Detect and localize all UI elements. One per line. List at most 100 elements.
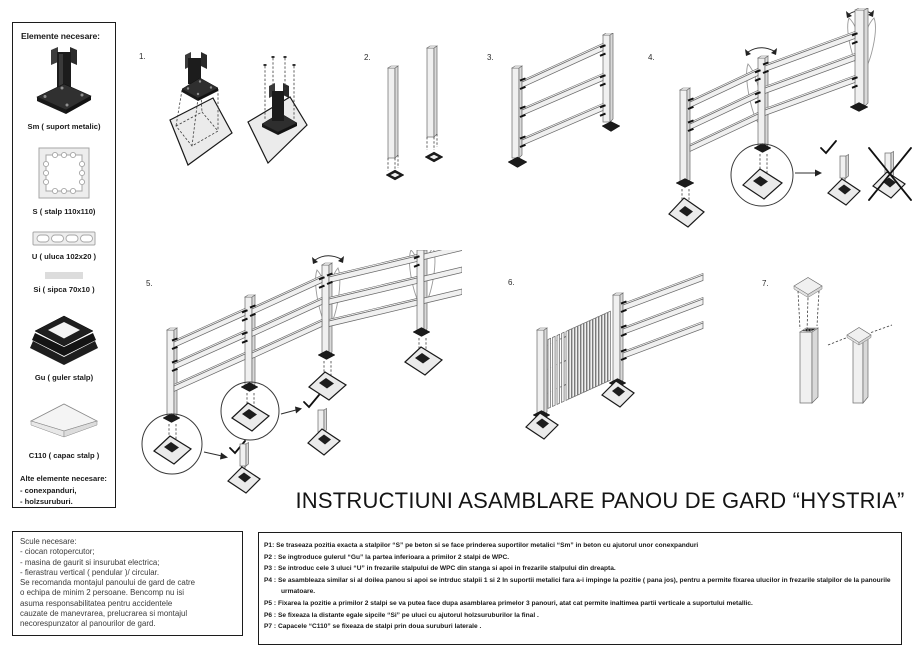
- detail-arrow: [280, 406, 302, 415]
- extra-item-conexpanduri: - conexpanduri,: [20, 486, 77, 495]
- check-mark: [820, 140, 837, 155]
- correct-placement-detail: [827, 153, 861, 206]
- step-2-number: 2.: [364, 53, 371, 62]
- projection-dashes: [797, 290, 820, 333]
- anchored-pad: [231, 393, 271, 432]
- tools-line: - fierastrau vertical ( pendular )/ circ…: [20, 567, 160, 577]
- instruction-id: P2 :: [264, 553, 277, 561]
- swing-arrow: [312, 255, 344, 264]
- anchored-pad: [404, 338, 444, 376]
- metal-support: [181, 52, 219, 101]
- tools-line: necorespunzator al panourilor de gard.: [20, 619, 156, 629]
- side-screws: [827, 324, 893, 346]
- step-6-number: 6.: [508, 278, 515, 287]
- instruction-text: Se asambleaza similar si al doilea panou…: [277, 576, 891, 596]
- slat-strip-drawing: [13, 272, 115, 279]
- instruction-id: P6 :: [264, 611, 277, 619]
- instruction-text: Se introduc cele 3 uluci “U” in frezaril…: [277, 565, 616, 573]
- step-6-diagram: [525, 272, 704, 440]
- instruction-id: P4 :: [264, 576, 277, 584]
- swing-arrow: [745, 10, 874, 56]
- tools-line: o echipa de minim 2 persoane. Bencomp nu…: [20, 588, 185, 598]
- metal-support-photo: [13, 45, 115, 119]
- step-5-number: 5.: [146, 279, 153, 288]
- instruction-text: Se traseaza pozitia exacta a stalpilor “…: [276, 542, 699, 549]
- step-3-number: 3.: [487, 53, 494, 62]
- tools-panel: Scule necesare: - ciocan rotopercutor; -…: [12, 531, 243, 636]
- tools-line: asuma responsabilitatea pentru accidente…: [20, 598, 173, 608]
- label-s: S ( stalp 110x110): [32, 207, 96, 216]
- instruction-text: Se ingtroduce gulerul “Gu” la partea inf…: [277, 553, 510, 561]
- anchored-pad: [742, 154, 783, 200]
- tools-line: Se recomanda montajul panoului de gard d…: [20, 578, 196, 588]
- label-gu: Gu ( guler stalp): [34, 373, 94, 382]
- detail-circle: [220, 381, 280, 441]
- fence-rails: [171, 250, 462, 393]
- x-mark: [868, 147, 912, 201]
- post-collar-icon: [30, 315, 98, 365]
- step-5-diagram: [141, 250, 462, 494]
- elements-panel: Elemente necesare: Sm ( suport metalic): [12, 22, 116, 508]
- detail-arrow: [203, 451, 228, 460]
- metal-support: [261, 83, 298, 135]
- detail-circle: [141, 413, 203, 475]
- post-profile-drawing: [13, 145, 115, 201]
- anchored-pad: [601, 380, 635, 408]
- instruction-row: P5 : Fixarea la pozitie a primilor 2 sta…: [264, 598, 895, 610]
- fence-rails: [620, 272, 704, 361]
- wpc-post: [799, 327, 819, 404]
- wpc-post: [753, 55, 772, 153]
- post-cap: [793, 277, 823, 298]
- step-4-number: 4.: [648, 53, 655, 62]
- instruction-id: P7 :: [264, 623, 277, 631]
- extra-elements-header: Alte elemente necesare:: [20, 474, 107, 483]
- step-1-number: 1.: [139, 52, 146, 61]
- wpc-post: [426, 45, 438, 150]
- instruction-text: Fixarea la pozitie a primilor 2 stalpi s…: [277, 599, 753, 607]
- instruction-row: P2 : Se ingtroduce gulerul “Gu” la parte…: [264, 552, 895, 564]
- slat-row: [547, 310, 611, 410]
- concrete-pad: [169, 97, 233, 166]
- rail-profile-drawing: [13, 231, 115, 246]
- fence-rails: [519, 42, 606, 148]
- instruction-row: P6 : Se fixeaza la distante egale sipcil…: [264, 610, 895, 622]
- instruction-text: Se fixeaza la distante egale sipcile “Si…: [277, 611, 539, 619]
- post-cap-drawing: [13, 397, 115, 443]
- slat-strip-icon: [45, 272, 83, 279]
- detail-circle: [730, 143, 794, 207]
- instruction-row: P3 : Se introduc cele 3 uluci “U” in fre…: [264, 563, 895, 575]
- tools-header: Scule necesare:: [20, 537, 77, 546]
- anchored-pad: [525, 412, 559, 440]
- wpc-post: [387, 65, 399, 171]
- step-4-diagram: [668, 8, 912, 228]
- wpc-post: [852, 336, 869, 404]
- wpc-post: [675, 87, 695, 188]
- instruction-id: P3 :: [264, 565, 277, 573]
- correct-placement-detail: [307, 407, 341, 456]
- fence-rails: [687, 30, 858, 153]
- instruction-row: P4 : Se asambleaza similar si al doilea …: [264, 575, 895, 598]
- correct-placement-detail: [227, 441, 261, 494]
- post-cap: [846, 327, 872, 346]
- elements-header: Elemente necesare:: [21, 31, 100, 41]
- instruction-id: P5 :: [264, 599, 277, 607]
- detail-arrow: [795, 169, 822, 177]
- tools-line: - ciocan rotopercutor;: [20, 547, 95, 557]
- tools-line: - masina de gaurit si insurubat electric…: [20, 557, 160, 567]
- anchored-pad: [668, 189, 705, 228]
- step-3-diagram: [507, 33, 621, 168]
- step-1-diagram: [169, 52, 308, 166]
- instruction-row: P7 : Capacele “C110” se fixeaza de stalp…: [264, 621, 895, 633]
- step-7-diagram: [793, 277, 893, 404]
- label-sm: Sm ( suport metalic): [27, 122, 101, 131]
- label-si: Si ( sipca 70x10 ): [33, 285, 95, 294]
- post-collar: [385, 169, 405, 181]
- rail-profile-icon: [32, 231, 96, 246]
- wpc-post: [601, 33, 621, 132]
- post-cap-icon: [29, 403, 99, 438]
- tools-line: cauzate de manevrarea, prelucrarea si mo…: [20, 609, 188, 619]
- wpc-post: [412, 250, 431, 337]
- page-title: INSTRUCTIUNI ASAMBLARE PANOU DE GARD “HY…: [295, 488, 905, 513]
- instruction-text: Capacele “C110” se fixeaza de stalpi pri…: [277, 623, 482, 631]
